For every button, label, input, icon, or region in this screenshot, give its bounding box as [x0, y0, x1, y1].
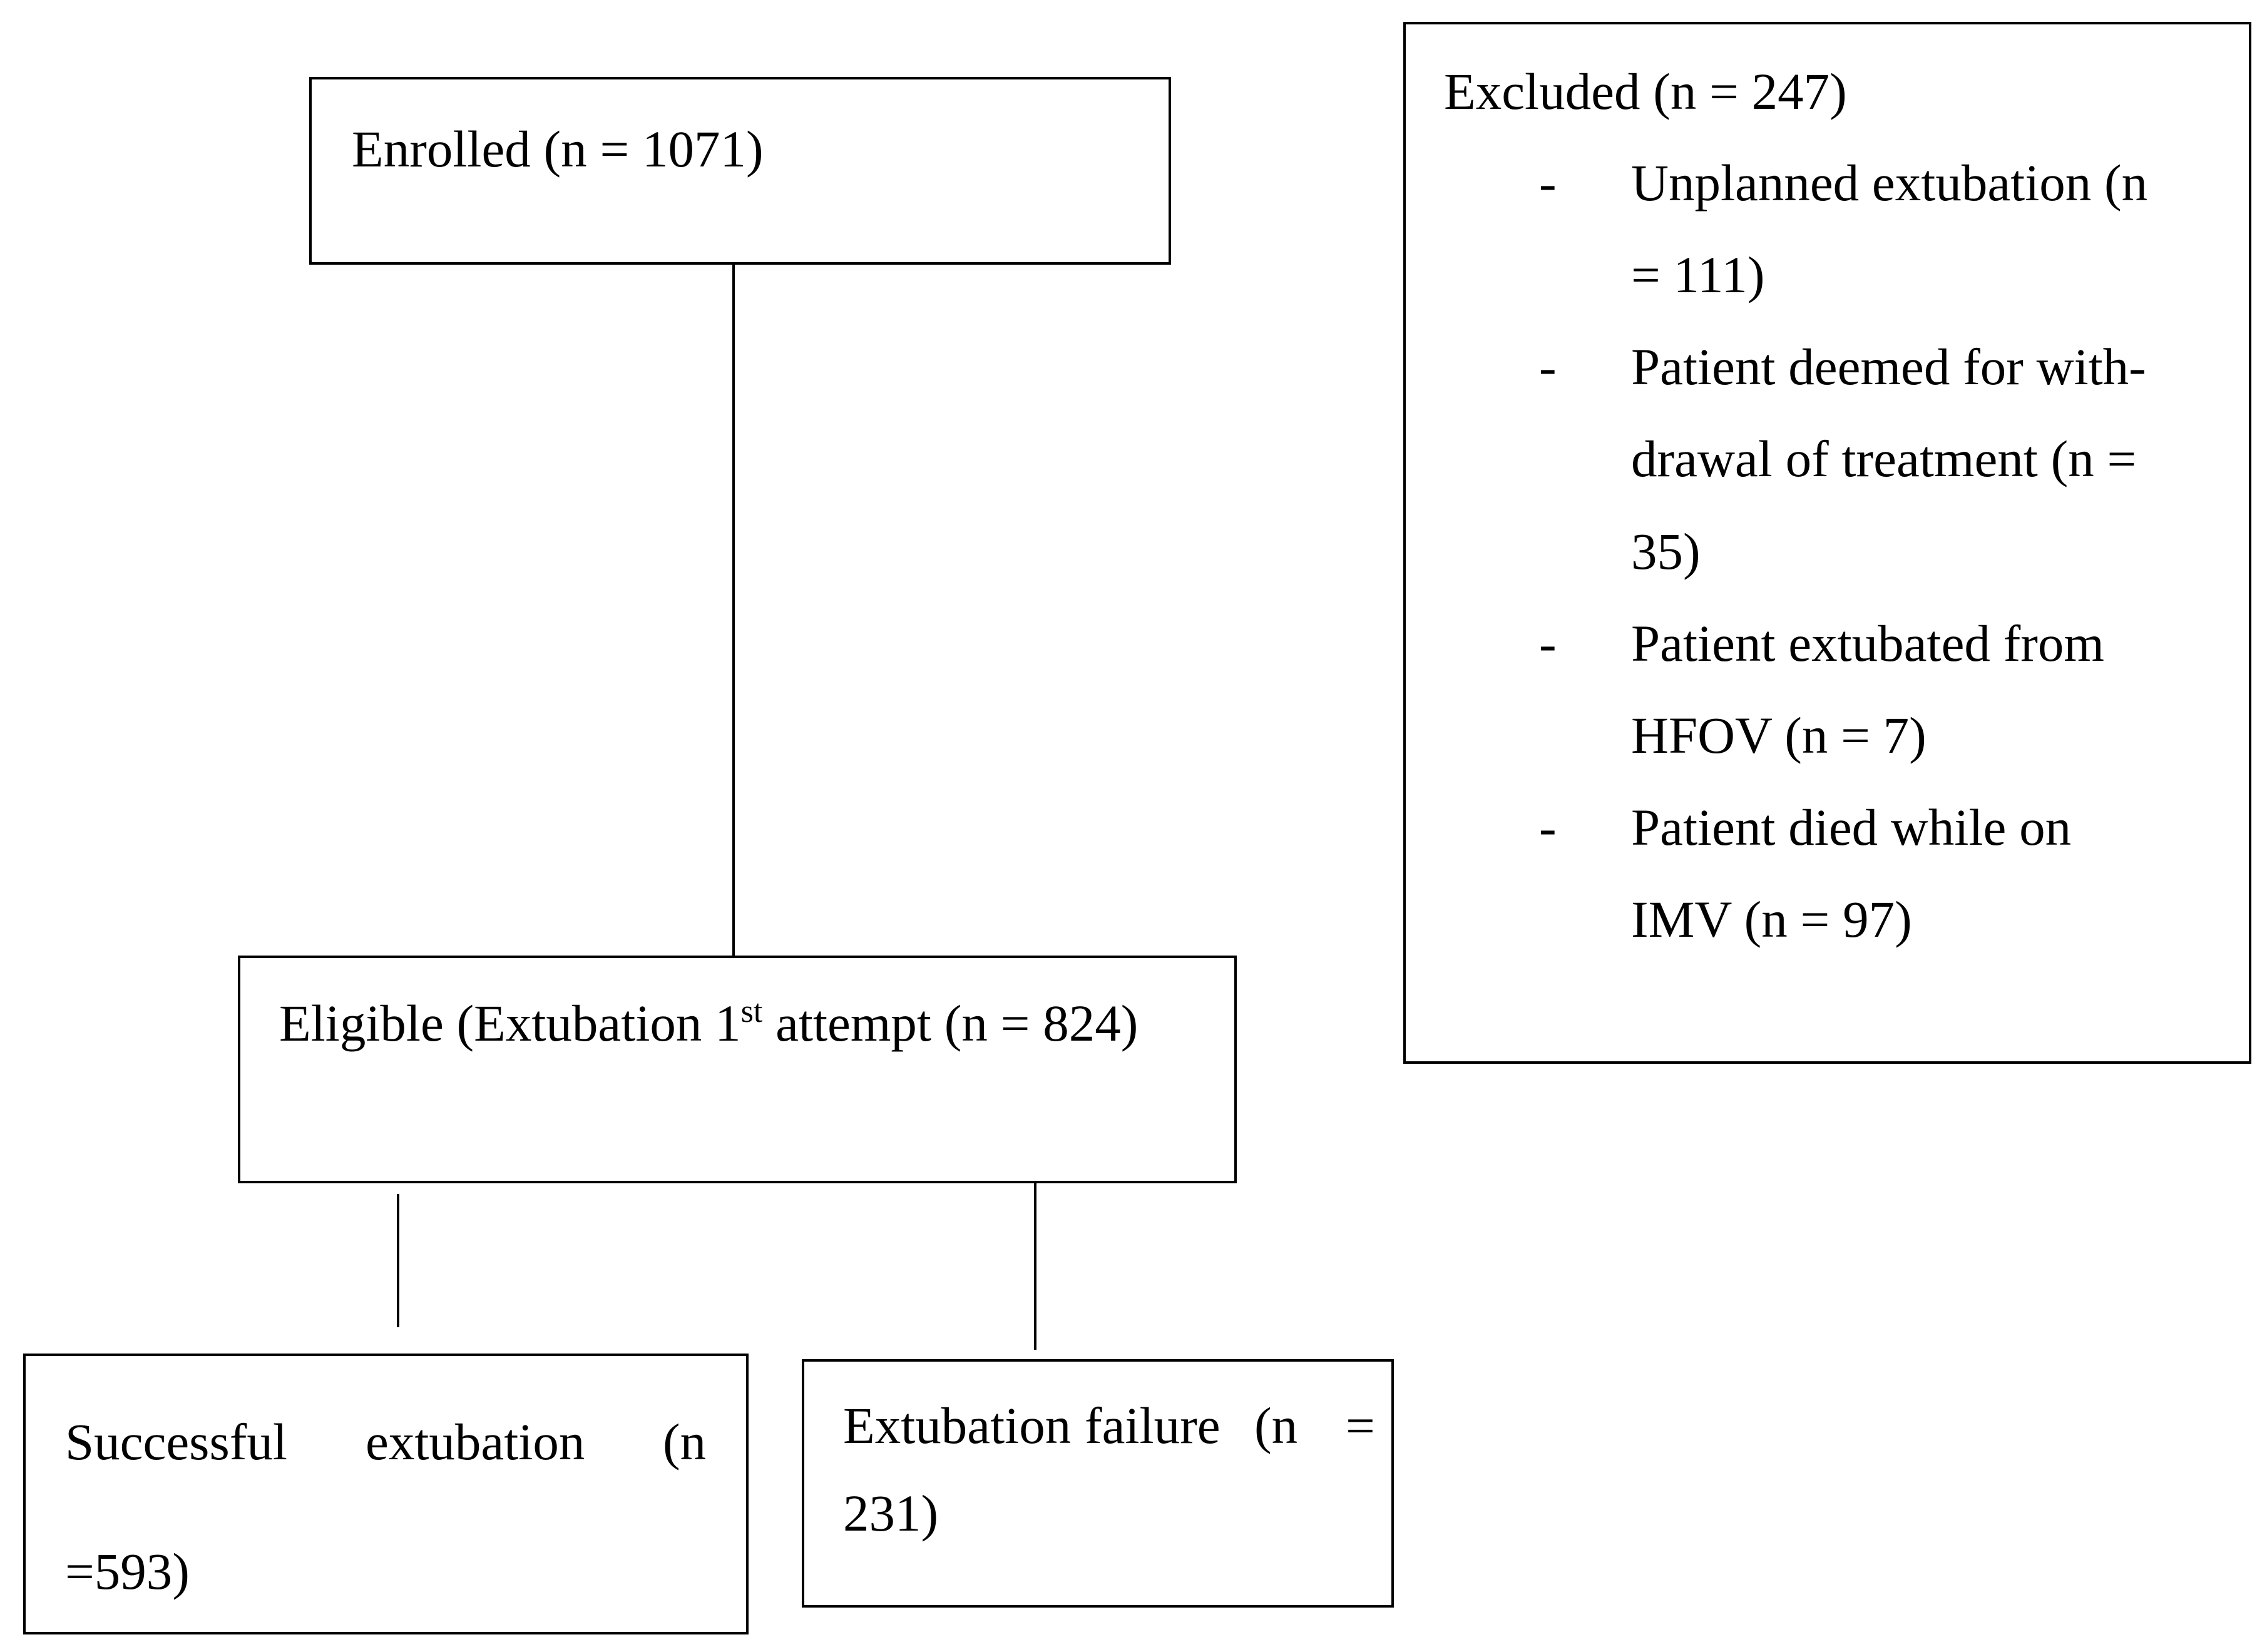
excluded-item-4-line-1: Patient died while on [1631, 798, 2072, 856]
excluded-item-4-line-2: IMV (n = 97) [1631, 890, 1912, 948]
failure-word-1: Extubation [843, 1397, 1072, 1454]
successful-word-2: extubation [366, 1413, 585, 1471]
excluded-item-1-line-1: Unplanned extubation (n [1631, 154, 2148, 212]
enrolled-label: Enrolled (n = 1071) [352, 120, 764, 178]
successful-word-3: (n [663, 1413, 707, 1471]
excluded-item-1-line-2: = 111) [1631, 246, 1765, 303]
eligible-label-post: attempt (n = 824) [762, 994, 1139, 1052]
failure-word-3: (n [1254, 1397, 1298, 1454]
excluded-item-2-line-3: 35) [1631, 523, 1701, 580]
excluded-box: Excluded (n = 247) - Unplanned extubatio… [1403, 22, 2251, 1064]
failure-line-2: 231) [843, 1484, 939, 1542]
excluded-title: Excluded (n = 247) [1444, 63, 1847, 120]
eligible-label-pre: Eligible (Extubation 1 [279, 994, 741, 1052]
excluded-item-3-line-1: Patient extubated from [1631, 614, 2104, 672]
successful-extubation-box: Successful extubation (n =593) [23, 1354, 749, 1634]
connector-eligible-failure [1034, 1183, 1036, 1350]
connector-eligible-successful [397, 1194, 399, 1327]
excluded-item-dash: - [1539, 798, 1557, 856]
excluded-item-dash: - [1539, 338, 1557, 395]
excluded-item-3-line-2: HFOV (n = 7) [1631, 706, 1927, 764]
eligible-box: Eligible (Extubation 1st attempt (n = 82… [238, 956, 1237, 1183]
eligible-label-sup: st [740, 994, 763, 1029]
successful-line-2: =593) [65, 1542, 190, 1600]
excluded-item-dash: - [1539, 154, 1557, 212]
enrolled-box: Enrolled (n = 1071) [309, 77, 1171, 265]
failure-word-2: failure [1085, 1397, 1220, 1454]
extubation-failure-box: Extubation failure (n = 231) [802, 1359, 1394, 1608]
connector-enrolled-eligible [732, 263, 735, 956]
excluded-item-2-line-1: Patient deemed for with- [1631, 338, 2146, 395]
successful-word-1: Successful [65, 1413, 287, 1471]
failure-word-4: = [1346, 1397, 1375, 1454]
eligible-label: Eligible (Extubation 1st attempt (n = 82… [279, 994, 1139, 1052]
excluded-item-2-line-2: drawal of treatment (n = [1631, 430, 2137, 487]
excluded-item-dash: - [1539, 614, 1557, 672]
